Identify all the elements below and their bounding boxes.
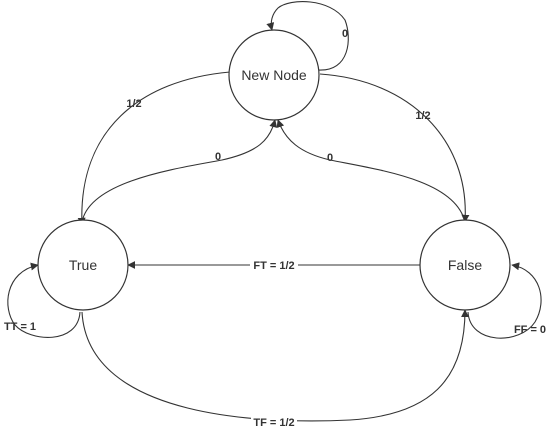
node-true[interactable]: True [37,219,129,311]
node-false-label: False [448,257,482,273]
edge-label-true-to-false: TF = 1/2 [253,417,294,429]
edge-false-to-new [276,119,466,223]
edge-label-true-to-new: 0 [215,151,221,163]
edge-label-new-self: 0 [342,28,348,40]
edge-label-false-to-true: FT = 1/2 [253,260,294,272]
edge-label-false-self: FF = 0 [514,324,546,336]
edge-true-to-false [81,309,469,422]
node-new-node-label: New Node [241,67,307,83]
edge-false-self [467,262,542,339]
edge-new-to-true [77,71,231,226]
node-true-label: True [69,257,97,273]
edge-new-self [266,1,349,71]
edge-true-self [7,262,81,338]
edge-new-to-false [319,73,470,223]
edge-label-new-to-true: 1/2 [126,98,141,110]
edge-label-true-self: TT = 1 [4,321,36,333]
node-new-node[interactable]: New Node [228,29,320,121]
node-false[interactable]: False [419,219,511,311]
edge-true-to-new [81,119,278,223]
edge-label-false-to-new: 0 [327,152,333,164]
edge-label-new-to-false: 1/2 [415,110,430,122]
